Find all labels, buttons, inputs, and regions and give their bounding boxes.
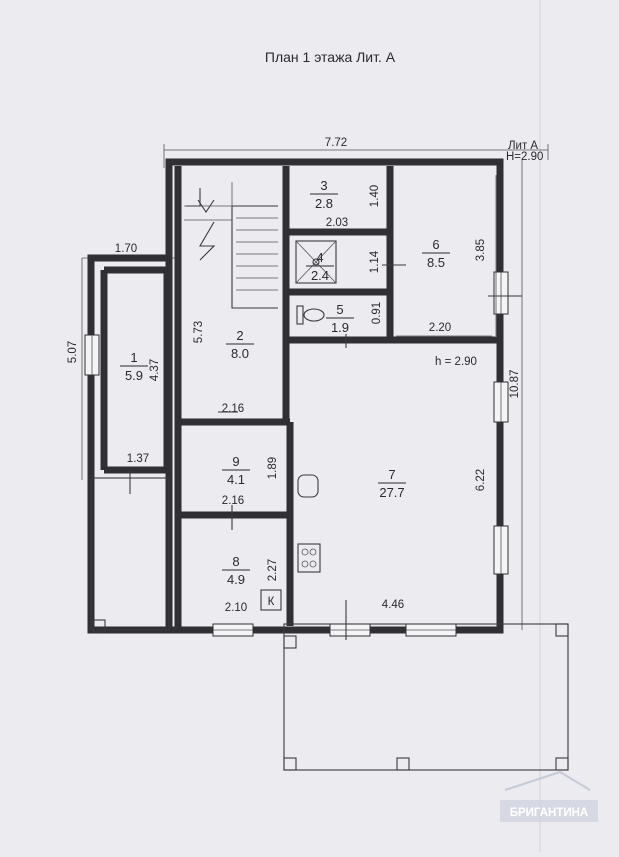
room-6-label: 68.5 — [422, 237, 450, 270]
room-area: 4.1 — [227, 472, 245, 487]
dim-r3-width: 2.03 — [326, 217, 348, 229]
dim-r3-height: 1.40 — [369, 185, 381, 207]
room-area: 8.0 — [231, 346, 249, 361]
room-5-label: 51.9 — [326, 302, 354, 335]
room-area: 5.9 — [125, 368, 143, 383]
outer-walls — [165, 158, 504, 634]
dim-r6-height: 3.85 — [475, 239, 487, 261]
room-area: 2.4 — [311, 268, 329, 283]
room-number: 2 — [236, 328, 243, 343]
dim-r2-height: 5.73 — [193, 321, 205, 343]
dim-r9-height: 1.89 — [267, 457, 279, 479]
room-area: 27.7 — [379, 485, 404, 500]
annex-column — [92, 619, 106, 633]
room-number: 4 — [316, 250, 323, 265]
height-room: h = 2.90 — [435, 356, 477, 368]
plan-title: План 1 этажа Лит. А — [265, 49, 396, 65]
room-7-label: 727.7 — [378, 467, 406, 500]
dim-r7-height: 6.22 — [475, 469, 487, 491]
dim-r1-height: 4.37 — [149, 359, 161, 381]
room-number: 6 — [432, 237, 439, 252]
terrace — [283, 623, 569, 771]
room-number: 8 — [232, 554, 239, 569]
room-3-label: 32.8 — [310, 178, 338, 211]
dim-r9-width: 2.16 — [222, 495, 244, 507]
room-9-label: 94.1 — [222, 454, 250, 487]
room-number: 1 — [130, 350, 137, 365]
stove-icon — [297, 543, 321, 573]
room-number: 7 — [388, 467, 395, 482]
toilet-icon — [296, 305, 325, 325]
annex-lower-area — [90, 477, 170, 631]
height-main: Н=2.90 — [506, 151, 543, 163]
staircase — [184, 182, 278, 309]
room-area: 8.5 — [427, 255, 445, 270]
dim-r8-height: 2.27 — [267, 559, 279, 581]
room-number: 5 — [336, 302, 343, 317]
room-number: 9 — [232, 454, 239, 469]
lit-label: Лит А — [508, 140, 538, 152]
watermark-logo: БРИГАНТИНА — [500, 770, 598, 822]
dim-left-height: 5.07 — [67, 341, 79, 363]
room-2-label: 28.0 — [226, 328, 254, 361]
shower-icon — [295, 240, 337, 284]
windows — [84, 271, 509, 637]
dim-right-height: 10.87 — [509, 370, 521, 399]
dim-r8-width: 2.10 — [225, 602, 247, 614]
room-area: 4.9 — [227, 572, 245, 587]
dim-r2-width: 2.16 — [222, 403, 244, 415]
dim-r5-height: 0.91 — [371, 302, 383, 324]
room-dimensions: 4.37 1.37 5.73 2.16 1.40 2.03 1.14 0.91 … — [127, 185, 487, 614]
sink-icon — [297, 474, 319, 498]
room-area: 1.9 — [331, 320, 349, 335]
dim-r6-width: 2.20 — [429, 322, 451, 334]
room-8-label: 84.9 — [222, 554, 250, 587]
room-1-label: 15.9 — [120, 350, 148, 383]
door-marks — [129, 264, 522, 640]
dim-r1-width: 1.37 — [127, 453, 149, 465]
watermark-text: БРИГАНТИНА — [510, 807, 589, 819]
boiler-icon — [260, 589, 282, 611]
dim-r7-width: 4.46 — [382, 599, 404, 611]
room-area: 2.8 — [315, 196, 333, 211]
dim-r4-height: 1.14 — [369, 250, 381, 273]
interior-walls — [100, 166, 500, 630]
room-4-label: 42.4 — [306, 250, 334, 283]
dim-overall-width: 7.72 — [325, 137, 347, 149]
dim-left-offset: 1.70 — [115, 243, 137, 255]
boiler-label: К — [268, 596, 275, 608]
room-number: 3 — [320, 178, 327, 193]
